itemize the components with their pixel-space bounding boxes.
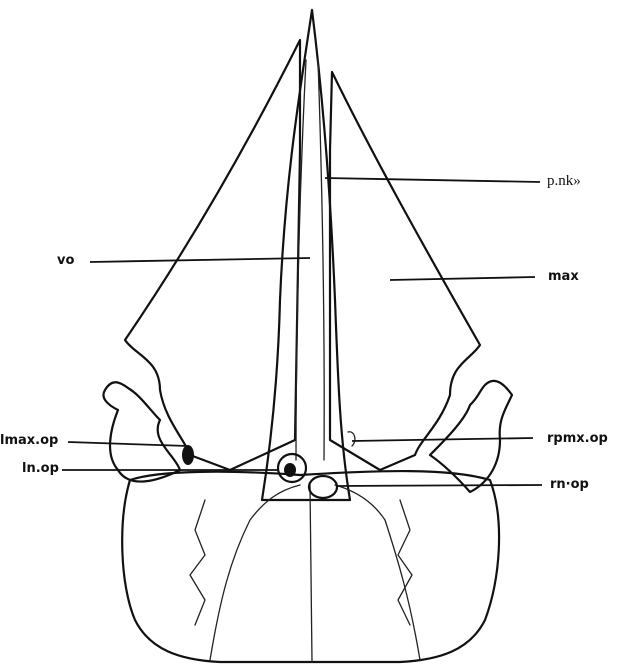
leader-vo (90, 258, 310, 262)
left-maxillary-opening (182, 445, 194, 465)
right-nasal-opening (309, 476, 337, 498)
vomer-jagged-left (190, 500, 205, 625)
braincase-midline (310, 485, 312, 662)
braincase-seam-left (210, 485, 300, 660)
label-vo: vo (57, 254, 74, 267)
label-rpmx-op: rpmx.op (547, 432, 608, 445)
leader-max (390, 277, 535, 280)
label-p-nk: p.nk» (547, 174, 581, 189)
leader-rpmx-op (352, 438, 533, 441)
right-maxilla-outline (330, 72, 480, 470)
leader-p-nk (325, 178, 540, 182)
left-nasal-opening-inner (284, 463, 296, 477)
label-max: max (548, 270, 579, 283)
label-lmax-op: lmax.op (0, 434, 58, 447)
leader-lmax-op (68, 442, 188, 446)
leader-rn-op (337, 485, 542, 486)
braincase-seam-right (335, 485, 420, 660)
right-premaxillary-opening (348, 432, 355, 446)
left-lateral-process (103, 382, 180, 481)
label-rn-op: rn·op (550, 478, 589, 491)
label-ln-op: ln.op (22, 462, 59, 475)
